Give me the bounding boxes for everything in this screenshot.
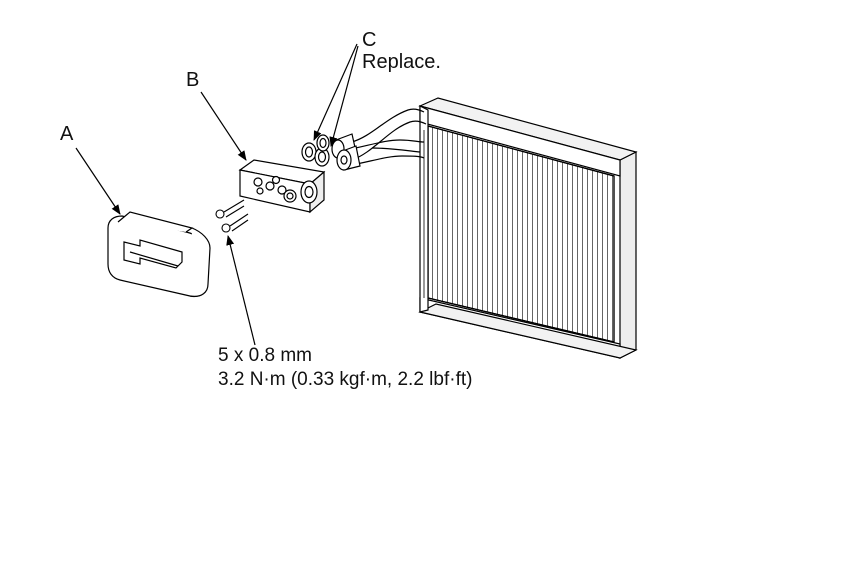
expansion-valve xyxy=(238,159,326,214)
bolt-size-spec: 5 x 0.8 mm xyxy=(218,345,312,366)
refrigerant-pipes xyxy=(345,108,427,167)
callout-a-label: A xyxy=(60,123,74,145)
leader-lines xyxy=(75,43,359,346)
replace-note: Replace. xyxy=(362,51,441,73)
insulator xyxy=(107,211,211,298)
evaporator-core xyxy=(418,97,638,359)
o-rings xyxy=(301,134,330,167)
mounting-bolts xyxy=(215,199,249,233)
bolt-torque-spec: 3.2 N·m (0.33 kgf·m, 2.2 lbf·ft) xyxy=(218,369,473,390)
callout-b-label: B xyxy=(186,69,200,91)
callout-c-label: C xyxy=(362,29,377,51)
pipe-fittings xyxy=(331,133,361,171)
